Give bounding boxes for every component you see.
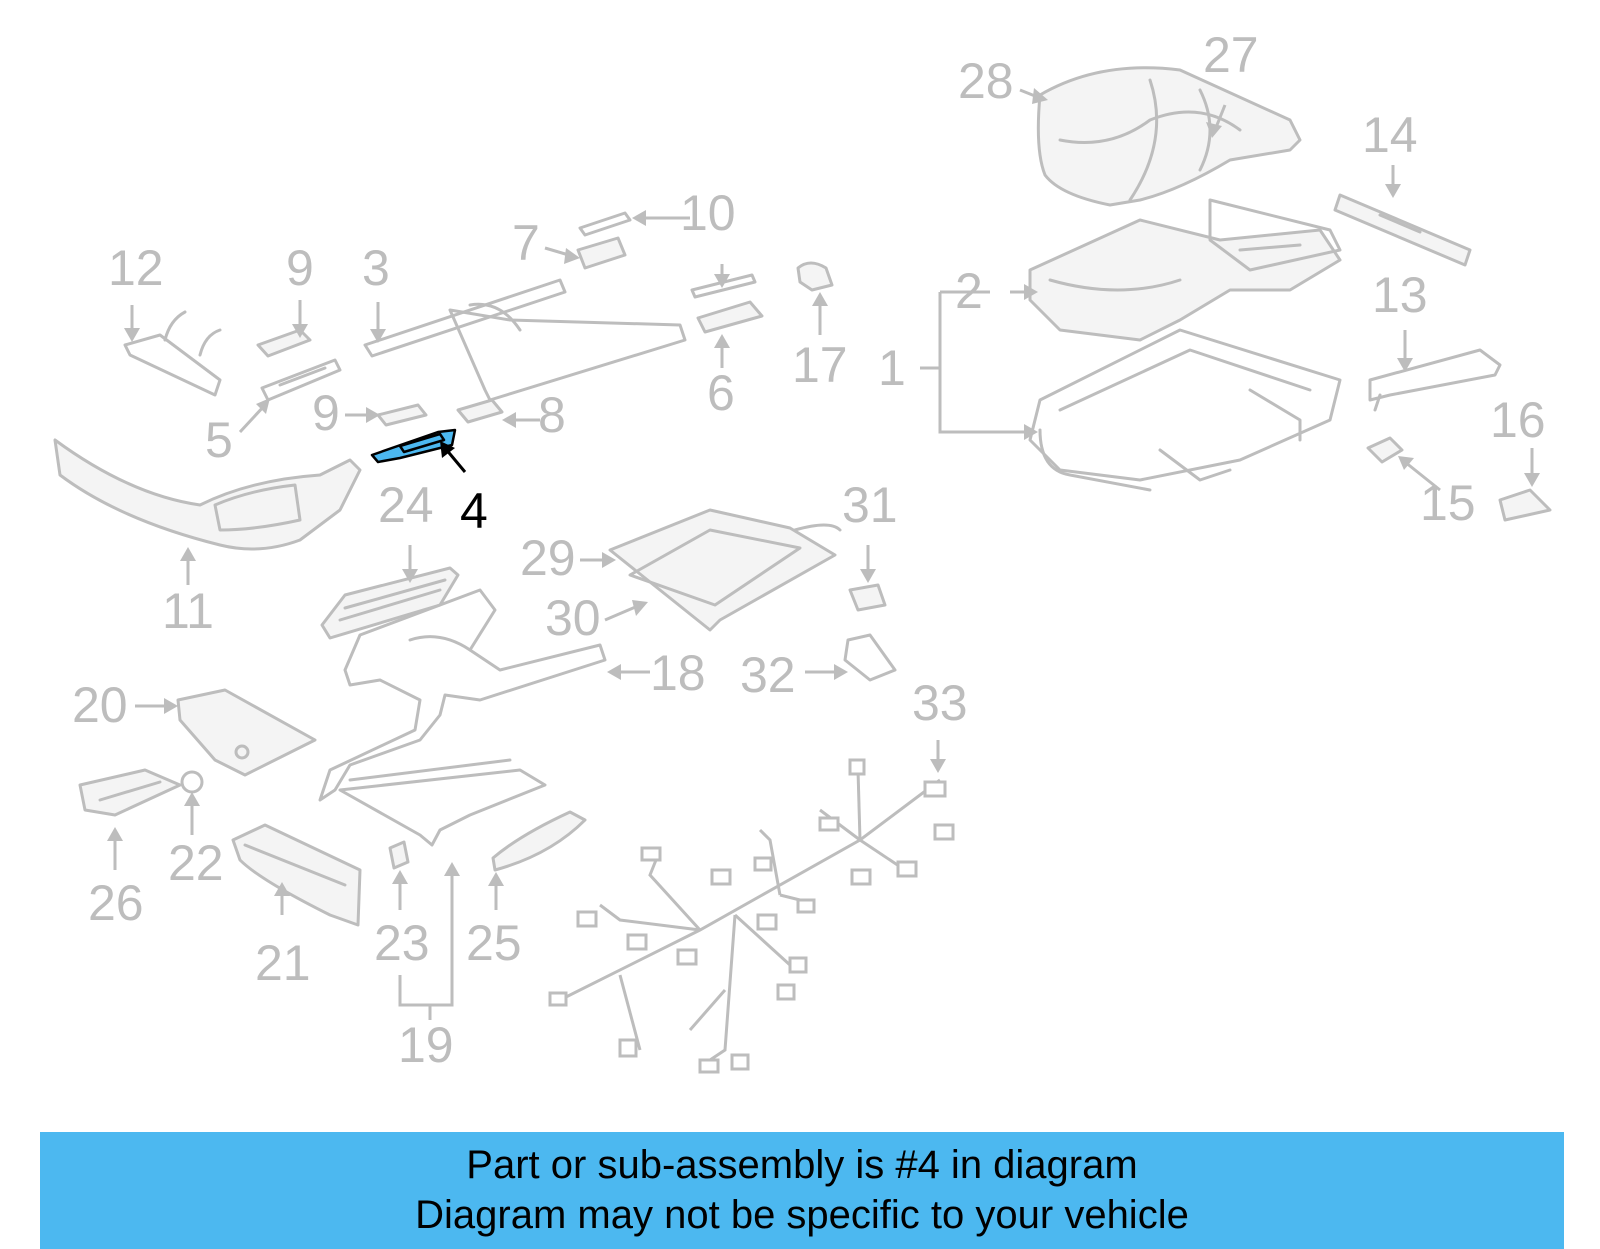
part-bracket-32 [843, 633, 897, 682]
part-mesh-24 [320, 566, 460, 640]
caption-line-2: Diagram may not be specific to your vehi… [415, 1193, 1189, 1237]
callout-28: 28 [958, 53, 1014, 109]
part-ring-22 [180, 770, 204, 794]
part-cap-16 [1498, 488, 1552, 522]
callout-5: 5 [205, 412, 233, 468]
part-pad-8 [456, 398, 504, 424]
part-bracket-12 [123, 310, 222, 397]
callout-23: 23 [374, 915, 430, 971]
callout-25: 25 [466, 915, 522, 971]
part-seat-cushion [1036, 66, 1302, 207]
callout-4[interactable]: 4 [460, 483, 488, 539]
part-trim-25 [491, 810, 587, 872]
callout-29: 29 [520, 530, 576, 586]
callout-14: 14 [1362, 107, 1418, 163]
callout-20: 20 [72, 677, 128, 733]
part-cover-6 [690, 273, 764, 334]
callout-27: 27 [1203, 27, 1259, 83]
callout-6: 6 [707, 365, 735, 421]
part-track-3 [363, 278, 687, 402]
callout-9-lower: 9 [312, 385, 340, 441]
callout-17: 17 [792, 337, 848, 393]
callout-10: 10 [680, 185, 736, 241]
part-knob-17 [796, 261, 834, 292]
callout-22: 22 [168, 835, 224, 891]
callout-21: 21 [255, 935, 311, 991]
part-connector-31 [848, 583, 887, 612]
part-cover-10 [578, 211, 632, 237]
part-4-highlighted[interactable] [370, 428, 457, 464]
part-side-trim-11 [53, 438, 362, 551]
part-cover-7 [576, 236, 627, 270]
callout-1: 1 [878, 340, 906, 396]
caption-line-1: Part or sub-assembly is #4 in diagram [466, 1143, 1138, 1187]
callout-24: 24 [378, 477, 434, 533]
part-guide-5 [260, 358, 342, 402]
callout-13: 13 [1372, 267, 1428, 323]
part-tray-26 [78, 768, 182, 817]
part-bin-21 [231, 823, 362, 927]
callout-15: 15 [1420, 475, 1476, 531]
callout-30: 30 [545, 590, 601, 646]
callout-33: 33 [912, 675, 968, 731]
callout-labels: 28 27 14 2 1 13 16 15 17 10 7 6 3 12 9 5… [72, 27, 1546, 1073]
callout-18: 18 [650, 645, 706, 701]
part-rail-13 [1368, 348, 1502, 412]
part-clip-15 [1366, 436, 1404, 464]
callout-26: 26 [88, 875, 144, 931]
callout-19: 19 [398, 1017, 454, 1073]
callout-16: 16 [1490, 392, 1546, 448]
callout-12: 12 [108, 240, 164, 296]
callout-3: 3 [362, 240, 390, 296]
callout-11: 11 [162, 583, 214, 639]
part-bracket-14 [1333, 193, 1472, 267]
callout-7: 7 [512, 215, 540, 271]
callout-32: 32 [740, 647, 796, 703]
part-clip-23 [388, 840, 410, 870]
part-mat-29-30 [608, 508, 842, 632]
callout-31: 31 [842, 477, 898, 533]
leader-lines [107, 88, 1540, 1020]
callout-2: 2 [955, 263, 983, 319]
callout-9-upper: 9 [286, 240, 314, 296]
part-pad-9-lower [376, 403, 428, 427]
part-seat-pan [1028, 198, 1342, 342]
part-seat-frame [1028, 328, 1342, 492]
caption-banner: Part or sub-assembly is #4 in diagram Di… [40, 1132, 1564, 1249]
part-cover-20 [176, 688, 317, 777]
callout-8: 8 [538, 387, 566, 443]
part-lower-frame-18 [318, 588, 607, 847]
part-pad-9-upper [256, 328, 312, 358]
part-wiring-harness-33 [548, 758, 955, 1074]
